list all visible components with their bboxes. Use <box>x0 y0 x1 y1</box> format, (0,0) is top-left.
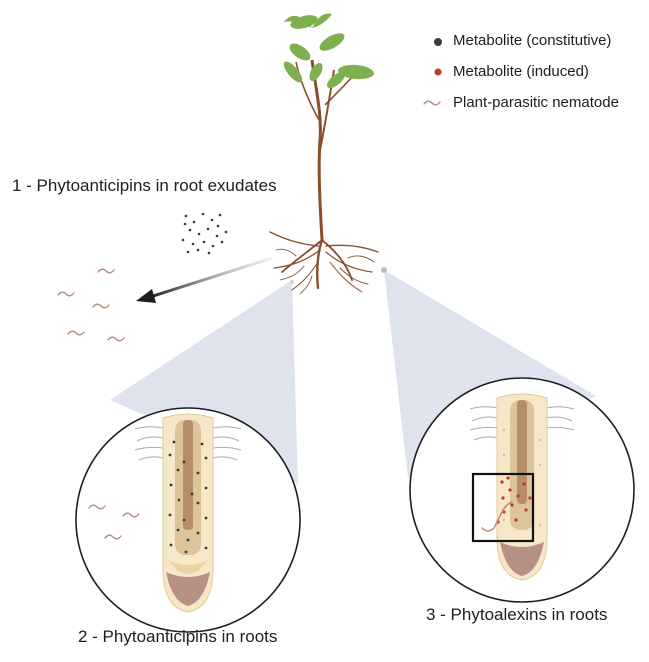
legend-label: Metabolite (constitutive) <box>453 32 612 49</box>
nematode-icon <box>67 330 85 336</box>
red-dot-icon <box>434 68 442 76</box>
nematode-icon <box>104 534 122 540</box>
caption-phytoanticipins-roots: 2 - Phytoanticipins in roots <box>78 627 278 646</box>
infection-site-box <box>471 472 535 543</box>
nematode-icon <box>481 501 513 532</box>
exudate-metabolite-cloud <box>181 212 228 255</box>
nematode-icon <box>423 100 441 106</box>
nematode-icon <box>122 512 140 518</box>
legend-item-constitutive: Metabolite (constitutive) <box>431 32 611 49</box>
root-tip-marker <box>381 267 387 273</box>
legend-item-nematode: Plant-parasitic nematode <box>431 94 619 111</box>
nematode-icon <box>97 268 115 274</box>
legend-label: Plant-parasitic nematode <box>453 94 619 111</box>
exudate-arrow <box>136 256 273 303</box>
nematode-icon <box>57 291 75 297</box>
legend <box>423 38 442 106</box>
nematode-icon <box>107 336 125 342</box>
legend-item-induced: Metabolite (induced) <box>431 63 589 80</box>
nematode-icon <box>88 504 106 510</box>
dark-dot-icon <box>434 38 442 46</box>
root-magnification-induced <box>409 377 635 603</box>
leaves <box>283 13 374 89</box>
legend-label: Metabolite (induced) <box>453 63 589 80</box>
plant <box>269 13 387 295</box>
nematode-group-exudates <box>57 268 125 342</box>
nematode-icon <box>92 303 110 309</box>
root-tip-marker <box>290 280 294 284</box>
root-system <box>269 231 379 295</box>
caption-phytoalexins: 3 - Phytoalexins in roots <box>426 605 608 624</box>
caption-exudates: 1 - Phytoanticipins in root exudates <box>12 176 277 195</box>
root-magnification-constitutive <box>75 407 301 633</box>
